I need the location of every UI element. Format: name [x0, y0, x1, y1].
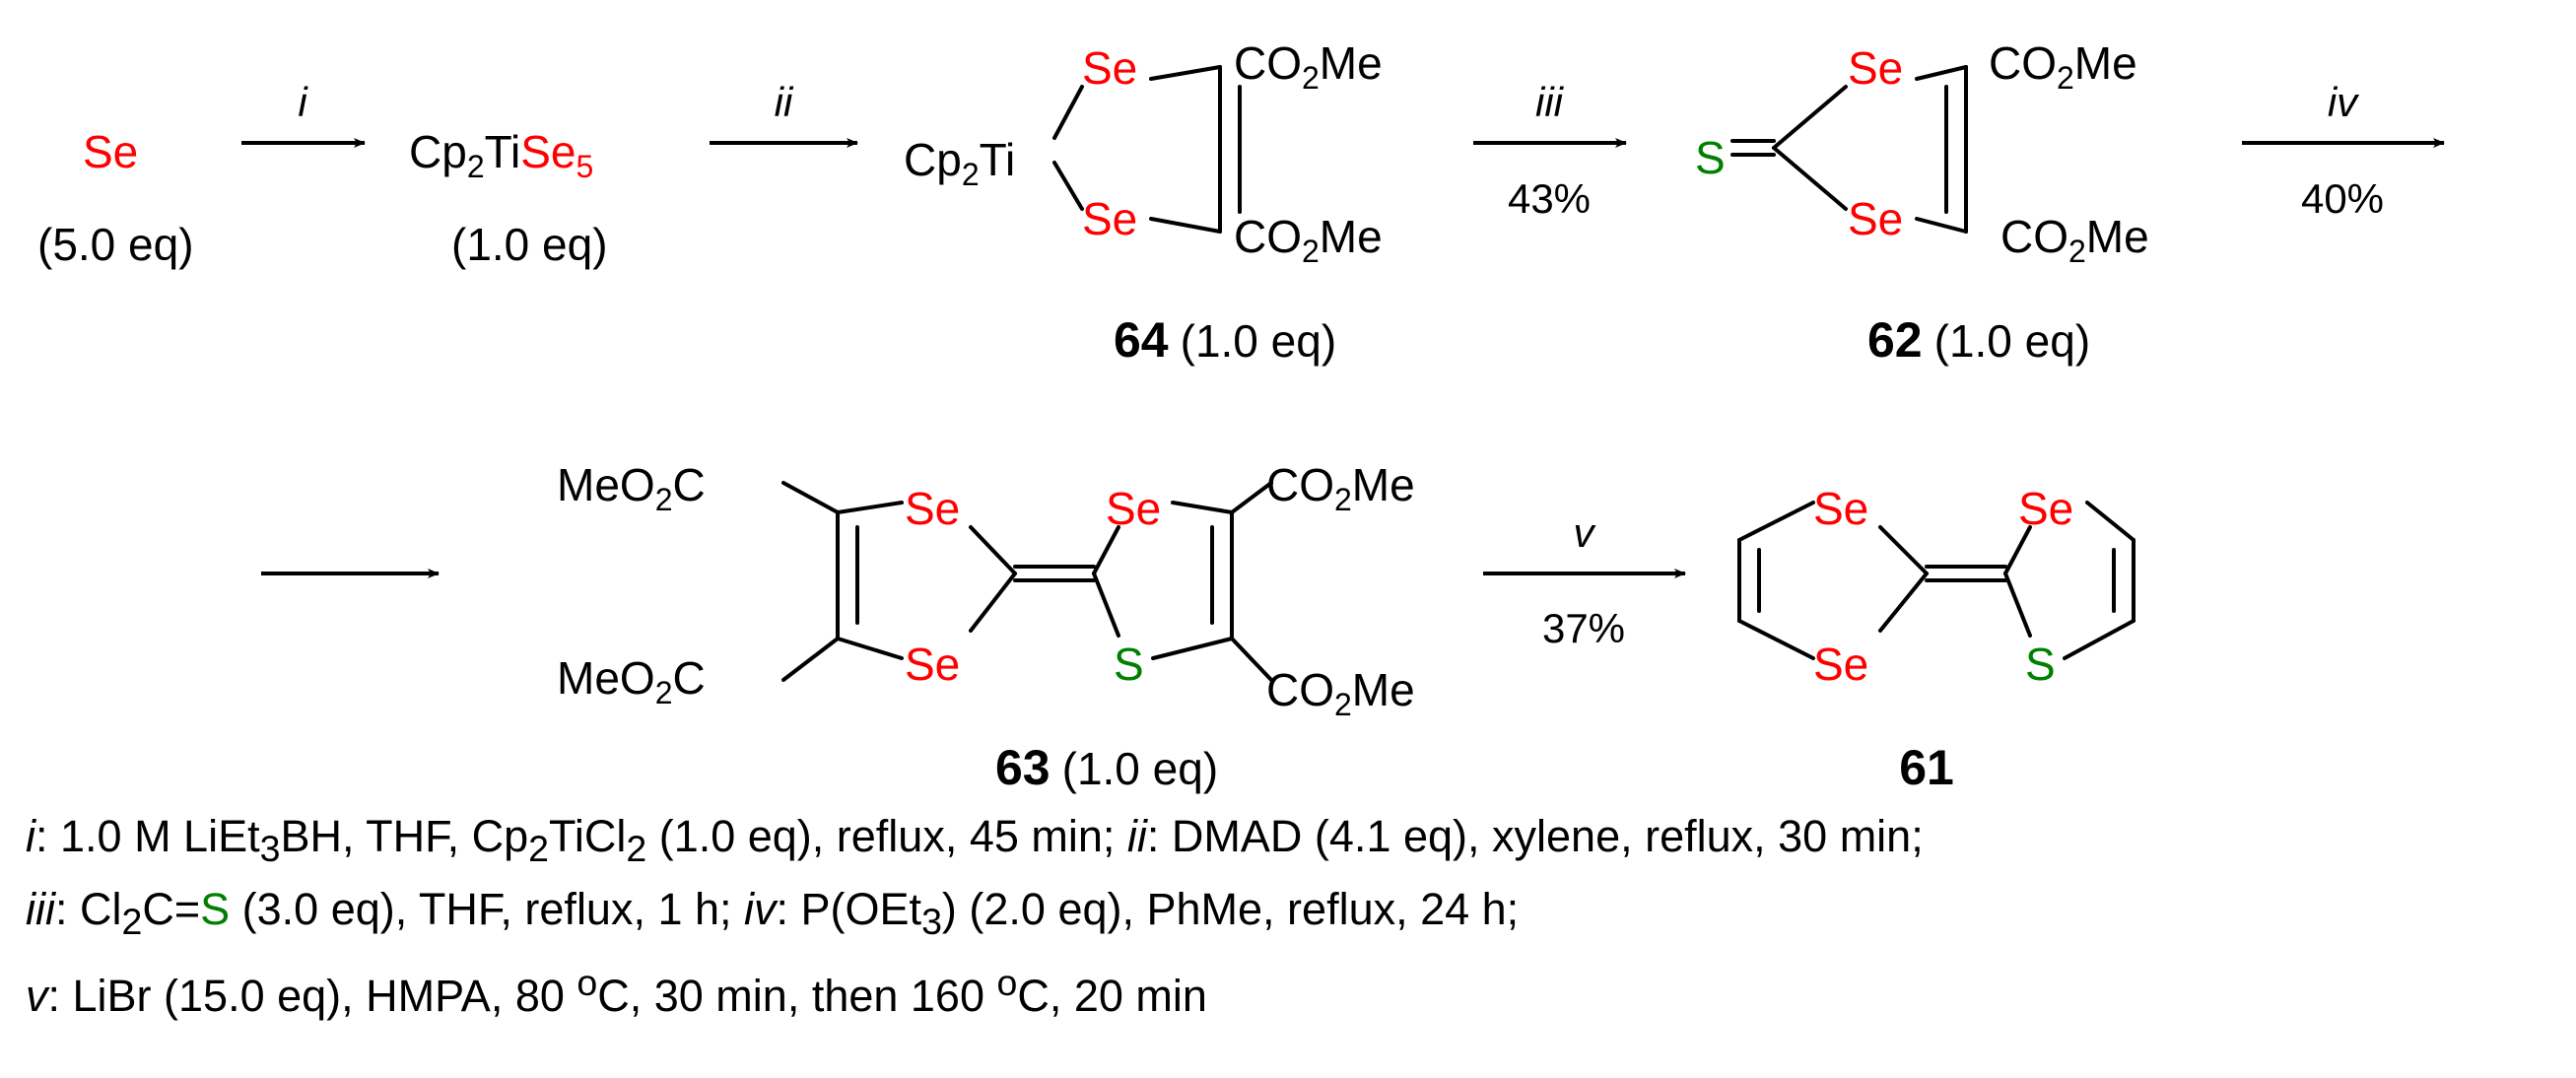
c63-s-right: S	[1114, 639, 1144, 690]
conditions-line-2: iii: Cl2C=S (3.0 eq), THF, reflux, 1 h; …	[26, 884, 1520, 942]
conditions-line-3: v: LiBr (15.0 eq), HMPA, 80 oC, 30 min, …	[26, 962, 1207, 1021]
arrow-step-v: v 37%	[1483, 509, 1686, 651]
cp2tise5-amount: (1.0 eq)	[451, 219, 608, 270]
arrow-step-iii: iii 43%	[1473, 79, 1627, 222]
c62-thione-s: S	[1695, 132, 1726, 183]
step-v-label: v	[1574, 509, 1597, 556]
reagent-selenium: Se (5.0 eq)	[37, 126, 194, 270]
c63-se-left-bottom: Se	[905, 639, 960, 690]
compound-62-structure: S Se Se CO2Me CO2Me 62(1.0 eq)	[1695, 37, 2149, 368]
cp2ti-label: Cp2Ti	[904, 134, 1015, 192]
c62-se-bottom: Se	[1848, 193, 1903, 244]
c64-se-top: Se	[1082, 42, 1137, 94]
compound-61-structure: Se Se Se S 61	[1737, 483, 2135, 795]
arrow-step-ii: ii	[710, 79, 858, 148]
arrow-step-iv: iv 40%	[2242, 79, 2445, 222]
c63-meo2c-top: MeO2C	[557, 459, 706, 517]
conditions-line-1: i: 1.0 M LiEt3BH, THF, Cp2TiCl2 (1.0 eq)…	[26, 811, 1924, 869]
reaction-conditions: i: 1.0 M LiEt3BH, THF, Cp2TiCl2 (1.0 eq)…	[26, 806, 2558, 1027]
step-v-yield: 37%	[1542, 605, 1625, 651]
reagent-cp2tise5: Cp2TiSe5 (1.0 eq)	[409, 126, 608, 270]
c62-co2me-top: CO2Me	[1989, 37, 2137, 96]
arrow-step-i: i	[241, 79, 366, 148]
c63-co2me-bottom: CO2Me	[1266, 664, 1415, 722]
c61-se-right: Se	[2018, 483, 2073, 534]
c64-co2me-bottom: CO2Me	[1234, 211, 1383, 269]
compound-64-caption: 64(1.0 eq)	[1114, 312, 1336, 368]
compound-62-caption: 62(1.0 eq)	[1867, 312, 2090, 368]
c61-se-bottom: Se	[1813, 639, 1868, 690]
c64-se-bottom: Se	[1082, 193, 1137, 244]
c61-se-top: Se	[1813, 483, 1868, 534]
step-iv-label: iv	[2328, 79, 2360, 125]
c62-co2me-bottom: CO2Me	[2000, 211, 2149, 269]
c63-se-right-top: Se	[1106, 483, 1161, 534]
c64-co2me-top: CO2Me	[1234, 37, 1383, 96]
compound-63-structure: MeO2C MeO2C Se Se Se S CO2Me CO2Me 63(1.…	[557, 459, 1415, 795]
step-iii-label: iii	[1535, 79, 1565, 125]
c63-se-left-top: Se	[905, 483, 960, 534]
step-i-label: i	[298, 79, 308, 125]
compound-64-structure: Cp2Ti Se Se CO2Me CO2Me 64(1.0 eq)	[904, 37, 1383, 368]
compound-63-caption: 63(1.0 eq)	[995, 740, 1218, 795]
se-label: Se	[83, 126, 138, 177]
compound-61-caption: 61	[1899, 740, 1954, 795]
cp2tise5-formula: Cp2TiSe5	[409, 126, 593, 184]
step-iv-yield: 40%	[2301, 175, 2384, 222]
c62-se-top: Se	[1848, 42, 1903, 94]
reaction-scheme: Se (5.0 eq) i Cp2TiSe5 (1.0 eq) ii Cp2Ti…	[37, 37, 2445, 795]
step-iii-yield: 43%	[1508, 175, 1591, 222]
c61-s-right: S	[2025, 639, 2056, 690]
se-amount: (5.0 eq)	[37, 219, 194, 270]
step-ii-label: ii	[775, 79, 794, 125]
c63-meo2c-bottom: MeO2C	[557, 652, 706, 710]
c63-co2me-top: CO2Me	[1266, 459, 1415, 517]
